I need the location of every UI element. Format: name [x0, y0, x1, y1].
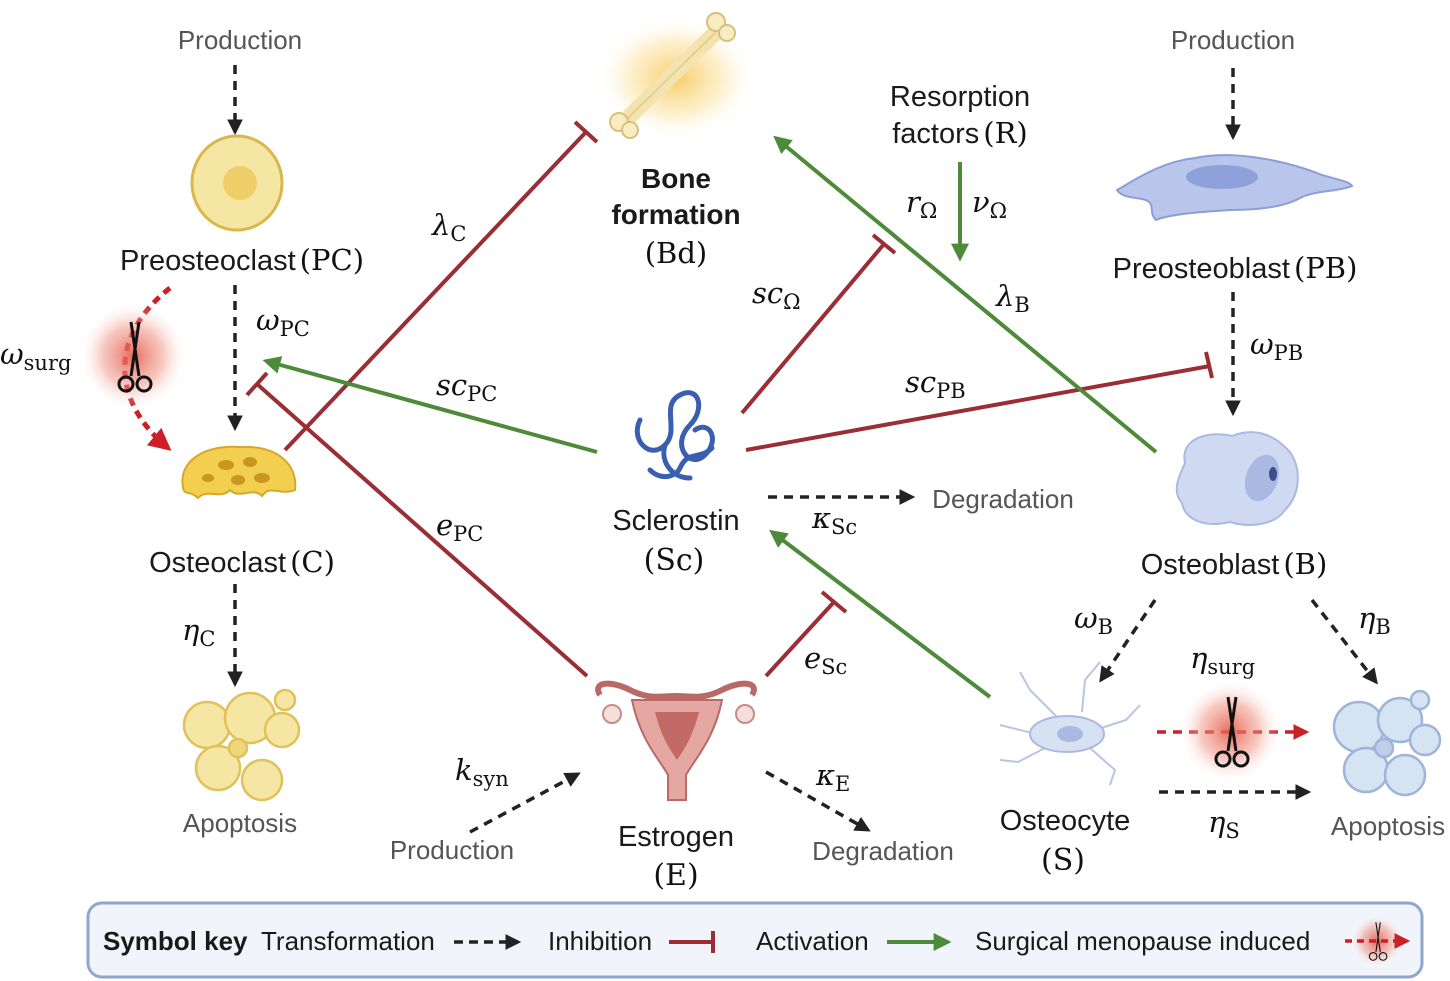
sclerostin-icon	[634, 390, 715, 481]
symbol-key-transformation-label: Transformation	[261, 926, 435, 956]
inhibition-bar-bone	[573, 120, 599, 144]
arrow-estrogen-degradation	[765, 770, 871, 832]
param-sc-omega: scΩ	[752, 276, 801, 314]
preosteoclast-label: Preosteoclast(PC)	[120, 243, 364, 277]
inhibition-estrogen-to-omegapc	[255, 382, 589, 678]
param-omega-pc: ωPC	[256, 303, 310, 341]
symbol-key-activation-label: Activation	[756, 926, 869, 956]
bone-icon	[596, 12, 756, 140]
surgery-glow-left	[78, 301, 188, 411]
degradation-e-label: Degradation	[812, 836, 954, 866]
param-nu-omega: νΩ	[972, 185, 1007, 223]
param-e-pc: ePC	[436, 508, 483, 546]
sclerostin-label: Sclerostin	[612, 505, 739, 537]
sclerostin-abbr: (Sc)	[644, 543, 705, 578]
param-omega-b: ωB	[1074, 601, 1113, 639]
osteoblast-icon	[1175, 431, 1299, 526]
resorption-label-line2: factors(R)	[892, 116, 1028, 150]
param-eta-c: ηC	[182, 613, 215, 651]
activation-osteocyte-to-sclerostin	[769, 529, 992, 699]
param-sc-pc: scPC	[436, 368, 497, 406]
symbol-key: Symbol key Transformation Inhibition Act…	[86, 901, 1424, 979]
osteoclast-label: Osteoclast(C)	[149, 545, 335, 579]
osteoblast-label: Osteoblast(B)	[1141, 547, 1328, 581]
inhibition-bar-sclerostin	[820, 590, 848, 614]
resorption-label-line1: Resorption	[890, 81, 1030, 113]
osteoclast-icon	[181, 445, 297, 500]
param-e-sc: eSc	[804, 641, 847, 679]
inhibition-bar-resorption	[871, 233, 897, 255]
estrogen-abbr: (E)	[653, 858, 698, 893]
apoptosis-left-label: Apoptosis	[183, 808, 297, 838]
apoptosis-left-icon	[182, 688, 301, 802]
param-eta-s: ηS	[1208, 805, 1240, 843]
preosteoclast-icon	[190, 134, 284, 232]
arrow-osteoblast-to-osteocyte	[1099, 599, 1157, 683]
scissors-icon	[1368, 922, 1388, 961]
param-omega-pb: ωPB	[1250, 327, 1303, 365]
symbol-key-surgical-label: Surgical menopause induced	[975, 926, 1310, 956]
param-lambda-b: λB	[995, 279, 1030, 317]
symbol-key-title: Symbol key	[103, 926, 248, 956]
preosteoblast-label: Preosteoblast(PB)	[1113, 251, 1358, 285]
inhibition-sclerostin-to-resorption	[740, 242, 886, 415]
symbol-key-inhibition-label: Inhibition	[548, 926, 652, 956]
param-lambda-c: λC	[431, 208, 466, 246]
param-r-omega: rΩ	[906, 185, 937, 223]
symbol-key-box	[86, 901, 1424, 979]
bone-formation-label-line2: formation	[611, 199, 740, 230]
degradation-sc-label: Degradation	[932, 484, 1074, 514]
inhibition-sclerostin-to-omegapb	[745, 364, 1211, 452]
inhibition-bar-omegapc	[245, 371, 269, 397]
activation-osteoblast-to-bone	[773, 135, 1158, 454]
param-kappa-e: κE	[815, 758, 850, 796]
inhibition-osteoclast-to-bone	[283, 130, 588, 452]
osteocyte-icon	[999, 661, 1141, 786]
surgery-glow-right	[1178, 679, 1282, 783]
scissors-icon	[1214, 696, 1250, 768]
production-left-label: Production	[178, 25, 302, 55]
param-sc-pb: scPB	[905, 365, 966, 403]
preosteoblast-icon	[1115, 154, 1354, 222]
activation-sclerostin-to-omegapc	[262, 356, 598, 454]
inhibition-estrogen-to-sclerostin	[764, 600, 836, 678]
connections	[122, 65, 1378, 834]
inhibition-bar-omegapb	[1204, 351, 1214, 379]
scissors-icon	[117, 321, 153, 393]
apoptosis-right-icon	[1332, 689, 1442, 797]
param-k-syn: ksyn	[455, 753, 509, 791]
param-omega-surg: ωsurg	[0, 337, 71, 375]
estrogen-uterus-icon	[595, 680, 757, 801]
bone-formation-label-line1: Bone	[641, 163, 711, 194]
osteocyte-label: Osteocyte	[1000, 805, 1131, 837]
param-eta-b: ηB	[1358, 601, 1391, 639]
param-eta-surg: ηsurg	[1190, 641, 1255, 679]
production-bottom-label: Production	[390, 835, 514, 865]
production-right-label: Production	[1171, 25, 1295, 55]
arrow-osteoblast-to-apoptosis	[1310, 598, 1378, 685]
osteocyte-abbr: (S)	[1041, 843, 1085, 878]
param-kappa-sc: κSc	[811, 501, 857, 539]
estrogen-label: Estrogen	[618, 821, 734, 853]
parameter-labels: ωPC ωsurg λC scPC ePC ηC rΩ νΩ scΩ λB ωP…	[0, 185, 1391, 843]
apoptosis-right-label: Apoptosis	[1331, 811, 1445, 841]
node-labels: Production Production Production Preoste…	[120, 25, 1445, 893]
arrow-production-to-estrogen	[469, 772, 581, 834]
bone-formation-abbr: (Bd)	[645, 236, 708, 270]
